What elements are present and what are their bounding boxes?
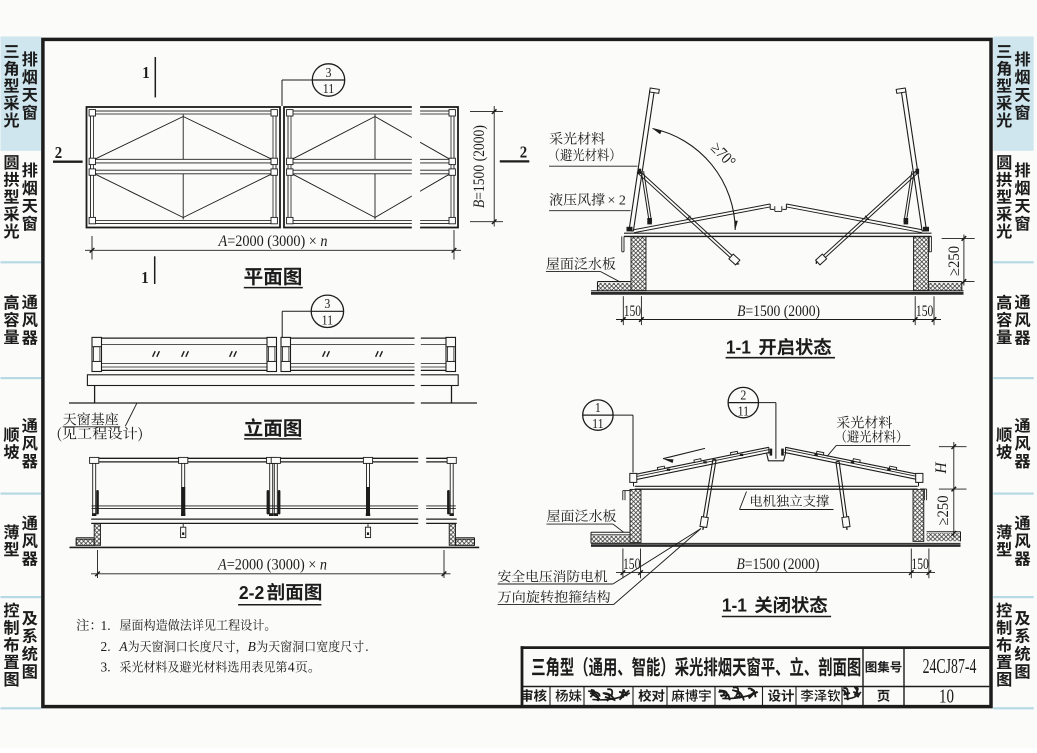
svg-text:3.: 3.	[101, 660, 111, 675]
svg-text:2: 2	[55, 144, 63, 162]
svg-text:1-1: 1-1	[726, 337, 751, 358]
svg-text:2: 2	[740, 386, 746, 402]
svg-text:1.: 1.	[101, 618, 111, 633]
svg-text:B=1500 (2000): B=1500 (2000)	[737, 556, 820, 573]
svg-text:1-1: 1-1	[722, 595, 747, 616]
svg-text:11: 11	[323, 80, 334, 96]
svg-text:≥250: ≥250	[947, 246, 963, 276]
svg-text:11: 11	[592, 415, 603, 431]
svg-text:H: H	[933, 462, 950, 475]
svg-text:A: A	[118, 639, 128, 654]
svg-text:150: 150	[916, 302, 934, 319]
svg-text:B=1500 (2000): B=1500 (2000)	[471, 125, 488, 208]
svg-text:3: 3	[324, 295, 330, 311]
svg-text:4: 4	[288, 660, 295, 675]
svg-text:1: 1	[142, 64, 150, 82]
svg-text:.: .	[365, 639, 368, 654]
svg-text:2-2: 2-2	[239, 582, 264, 603]
svg-text:150: 150	[624, 302, 642, 319]
svg-text:≥250: ≥250	[936, 495, 952, 525]
svg-text:11: 11	[738, 403, 749, 419]
svg-text:10: 10	[939, 684, 954, 707]
svg-text:B: B	[248, 639, 256, 654]
svg-text:150: 150	[623, 555, 641, 572]
svg-text:A=2000 (3000) × n: A=2000 (3000) × n	[217, 557, 327, 574]
svg-text:24CJ87-4: 24CJ87-4	[923, 654, 977, 678]
svg-text:× 2: × 2	[608, 194, 626, 209]
svg-text:3: 3	[326, 64, 332, 80]
svg-text:A=2000 (3000) × n: A=2000 (3000) × n	[218, 233, 328, 250]
svg-text:2: 2	[520, 144, 528, 162]
svg-text:B=1500 (2000): B=1500 (2000)	[737, 303, 820, 320]
svg-text:2.: 2.	[101, 639, 111, 654]
svg-text:1: 1	[595, 399, 601, 415]
svg-text:150: 150	[911, 555, 929, 572]
svg-text:11: 11	[322, 311, 333, 327]
svg-text:1: 1	[141, 269, 149, 287]
